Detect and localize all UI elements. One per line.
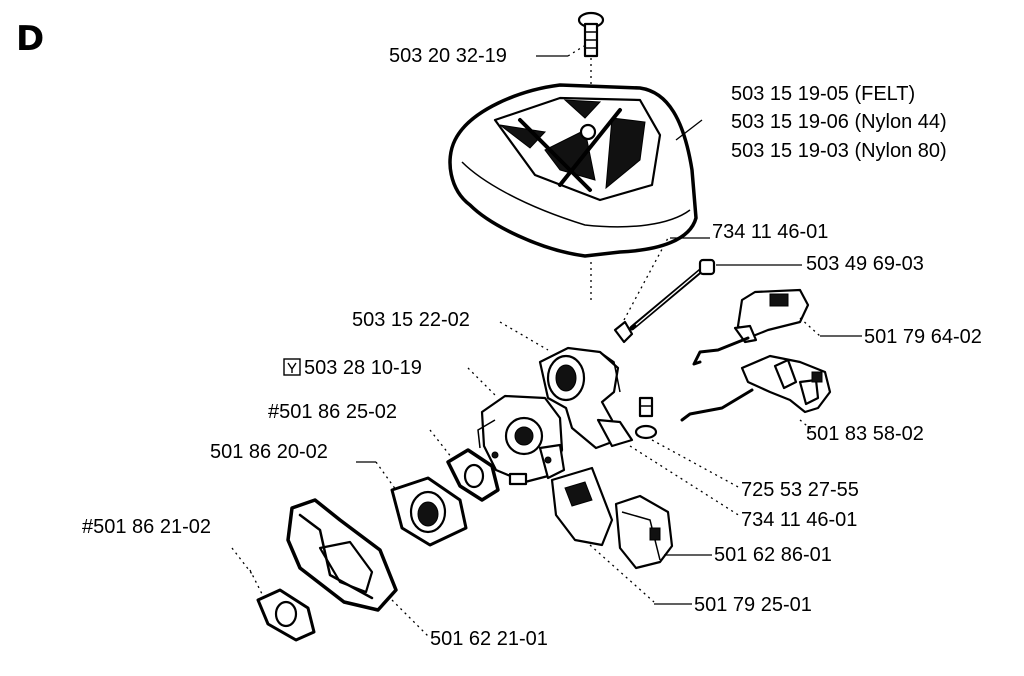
intake-elbow-part — [538, 346, 634, 450]
label-filter-felt: 503 15 19-05 (FELT) — [731, 83, 915, 105]
label-bracket-upper: 501 79 64-02 — [864, 326, 982, 348]
label-shield: 501 79 25-01 — [694, 594, 812, 616]
upper-bracket-part — [692, 288, 810, 366]
small-screw-part — [634, 396, 658, 440]
choke-block-part — [614, 494, 674, 570]
label-bracket-lower: 501 83 58-02 — [806, 423, 924, 445]
leader-lines — [231, 45, 862, 637]
label-intake-plate: 501 62 21-01 — [430, 628, 548, 650]
label-gasket-intake: #501 86 21-02 — [82, 516, 211, 538]
label-filter-nylon80: 503 15 19-03 (Nylon 80) — [731, 140, 947, 162]
section-letter: D — [16, 19, 44, 59]
choke-rod-part — [629, 258, 716, 331]
upper-plug-part — [613, 237, 669, 344]
label-screw-small: 725 53 27-55 — [741, 479, 859, 501]
label-choke-block: 501 62 86-01 — [714, 544, 832, 566]
intake-plate-part — [286, 498, 398, 612]
tool-kit-icon — [283, 358, 301, 376]
intake-gasket-part — [249, 569, 316, 642]
label-plug-upper: 734 11 46-01 — [712, 221, 828, 243]
label-top-screw: 503 20 32-19 — [389, 45, 507, 67]
label-filter-nylon44: 503 15 19-06 (Nylon 44) — [731, 111, 947, 133]
spacer-part — [375, 461, 468, 547]
lower-bracket-part — [680, 354, 832, 422]
label-intake-elbow: 503 15 22-02 — [352, 309, 470, 331]
carburetor-part — [477, 394, 566, 486]
air-filter-part — [448, 83, 698, 300]
label-spacer: 501 86 20-02 — [210, 441, 328, 463]
shield-part — [550, 466, 614, 547]
carb-gasket-part — [446, 448, 500, 502]
label-rod: 503 49 69-03 — [806, 253, 924, 275]
label-plug-lower: 734 11 46-01 — [741, 509, 857, 531]
label-gasket-carb: #501 86 25-02 — [268, 401, 397, 423]
label-carb-kit: 503 28 10-19 — [304, 357, 422, 379]
top-screw-part — [577, 11, 605, 88]
